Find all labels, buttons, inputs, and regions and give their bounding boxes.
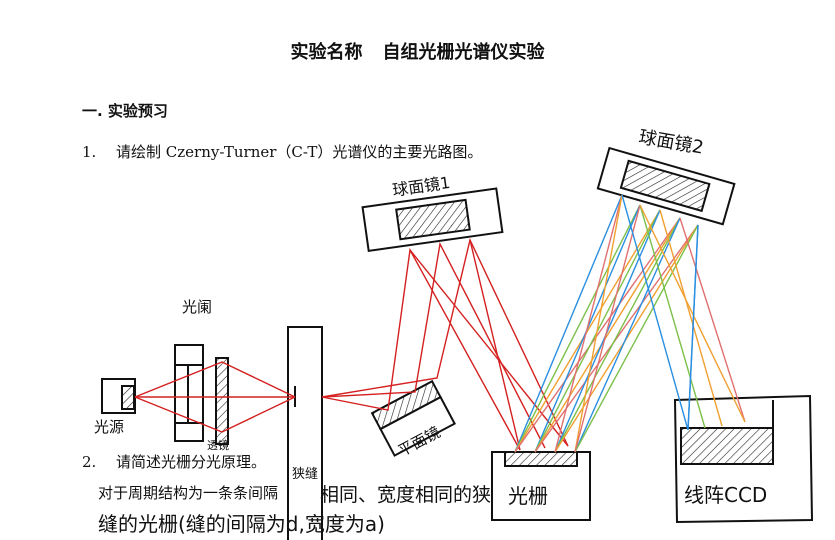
light-ray [514,209,661,453]
flat-mirror [370,379,456,457]
light-ray [639,204,706,429]
light-ray [574,204,641,453]
lens-label: 透镜 [207,438,229,452]
light-ray [659,209,723,427]
light-ray [639,204,746,423]
light-ray [534,224,699,453]
experiment-name: 自组光栅光谱仪实验 [382,42,545,63]
light-ray [574,194,623,453]
answer-line-1b: 相同、宽度相同的狭 [320,484,492,506]
aperture [174,344,204,442]
light-ray [514,194,623,453]
light-ray [321,241,546,449]
aperture-label-text: 光阑 [182,298,212,316]
light-ray [469,239,521,451]
light-ray [679,217,746,423]
light-ray [514,204,641,453]
grating-label: 光栅 [508,484,548,508]
question-1: 1. 请绘制 Czerny-Turner（C-T）光谱仪的主要光路图。 [82,141,482,162]
spherical-mirror-1 [361,187,504,252]
lens [215,357,229,445]
light-ray [134,361,296,398]
light-ray [321,247,521,451]
light-ray [554,217,681,453]
light-ray [514,217,681,453]
light-source-label: 光源 [94,418,124,436]
question-number: 1. [82,143,97,161]
section-heading: 一. 实验预习 [82,102,168,120]
light-ray [554,194,623,453]
title-label: 实验名称 [290,42,363,63]
linear-ccd [673,394,814,524]
grating [491,451,591,521]
question-number: 2. [82,453,97,471]
question-text: 请简述光栅分光原理。 [116,453,267,471]
light-rays [134,194,746,453]
spherical-mirror-2-label: 球面镜2 [637,127,705,159]
answer-line-2: 缝的光栅(缝的间隔为d,宽度为a) [98,512,385,536]
answer-line-1a: 对于周期结构为一条条间隔 [98,484,279,502]
light-ray [621,194,689,431]
light-ray [574,224,699,453]
light-ray [321,237,569,447]
slit-label: 狭缝 [292,467,318,482]
spherical-mirror-2 [596,146,736,226]
light-ray [687,224,699,431]
page-title: 实验名称自组光栅光谱仪实验 [0,38,835,64]
question-text: 请绘制 Czerny-Turner（C-T）光谱仪的主要光路图。 [116,143,483,161]
ccd-label: 线阵CCD [684,483,767,507]
question-2: 2. 请简述光栅分光原理。 [82,451,266,472]
aperture-label: 光阑 [182,298,212,316]
light-ray [574,217,681,453]
light-ray [134,396,296,433]
light-source [101,378,136,414]
